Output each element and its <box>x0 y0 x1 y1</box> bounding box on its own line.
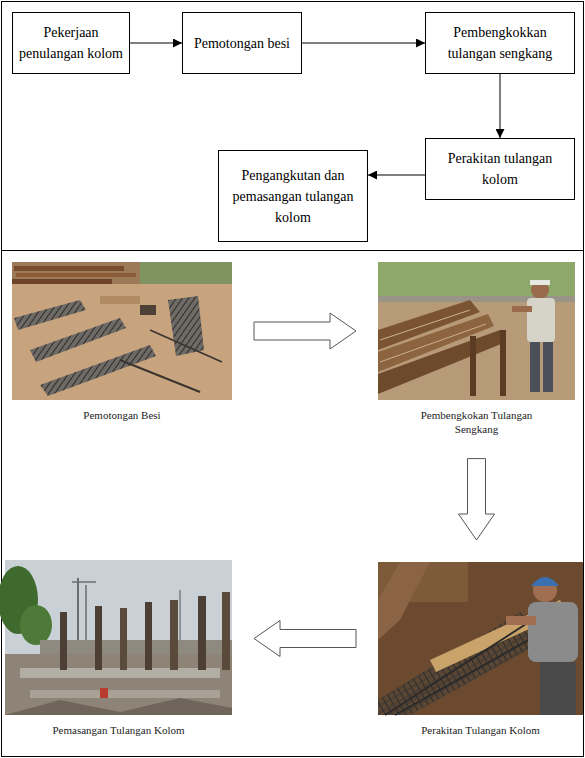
photo-assembling-part <box>378 562 583 715</box>
photo-assembling-part <box>385 615 540 715</box>
photo-installing-part <box>120 608 127 670</box>
box-label: Pembengkokkan tulangan sengkang <box>432 22 568 64</box>
photo-cutting <box>12 262 232 400</box>
box-label: Pemotongan besi <box>194 33 290 54</box>
photo-installing-part <box>5 654 232 715</box>
photo-installing-part <box>95 606 102 670</box>
photo-installing-part <box>72 581 96 583</box>
photo-cutting-part <box>12 262 140 284</box>
photo-installing-part <box>5 560 232 562</box>
photo-cutting-part <box>14 266 124 271</box>
photo-installing-part <box>30 690 220 698</box>
photo-cutting-part <box>168 296 204 356</box>
photo-installing-part <box>170 600 178 670</box>
photo-assembling-part <box>378 612 545 715</box>
photo-bending-part <box>512 306 532 312</box>
photo-cutting-part <box>120 360 200 392</box>
photo-cutting-part <box>16 273 136 277</box>
photo-panel: Pemasangan Tulangan Kolom <box>5 562 232 745</box>
process-box: Pengangkutan dan pemasangan tulangan kol… <box>218 150 368 242</box>
process-box: Perakitan tulangan kolom <box>425 138 575 200</box>
flow-arrow <box>302 43 425 44</box>
process-box: Pekerjaan penulangan kolom <box>12 12 130 74</box>
photo-cutting-part <box>12 262 232 400</box>
box-label: Pengangkutan dan pemasangan tulangan kol… <box>225 165 361 228</box>
photo-installing-part <box>60 612 67 670</box>
photo-caption: Pemasangan Tulangan Kolom <box>34 723 204 737</box>
box-label: Perakitan tulangan kolom <box>432 148 568 190</box>
photo-installing-part <box>198 596 206 670</box>
photo-bending-part <box>543 342 553 392</box>
photo-panel: Pembengkokan Tulangan Sengkang <box>378 262 575 437</box>
photo-bending-part <box>527 298 555 342</box>
photo-bending-part <box>530 280 550 285</box>
photo-assembling <box>378 562 583 715</box>
photo-cutting-part <box>14 300 86 330</box>
photo-installing-part <box>5 562 232 715</box>
photo-installing-part <box>100 688 108 698</box>
photo-bending-part <box>378 262 575 400</box>
photo-installing-part <box>222 592 230 670</box>
flow-arrow <box>368 175 425 176</box>
photo-cutting-part <box>140 262 232 284</box>
photo-bending-part <box>470 336 476 396</box>
diagram-frame-part <box>2 2 584 251</box>
photo-caption: Pembengkokan Tulangan Sengkang <box>407 408 547 437</box>
block-arrow <box>254 313 356 349</box>
flow-arrow <box>500 74 501 138</box>
photo-assembling-part <box>378 562 430 640</box>
photo-installing-part <box>145 602 152 670</box>
block-arrow <box>254 621 356 657</box>
process-box: Pemotongan besi <box>182 12 302 74</box>
photo-assembling-part <box>540 662 576 715</box>
photo-bending-part <box>531 281 549 299</box>
photo-bending-part <box>380 310 470 340</box>
photo-panel: Perakitan Tulangan Kolom <box>378 562 583 745</box>
photo-installing-part <box>5 698 232 715</box>
photo-cutting-part <box>40 345 156 396</box>
photo-bending <box>378 262 575 400</box>
photo-cutting-part <box>150 330 222 362</box>
flow-arrow <box>130 43 182 44</box>
photo-cutting-part <box>30 318 126 362</box>
box-label: Pekerjaan penulangan kolom <box>19 22 123 64</box>
photo-cutting-part <box>140 305 156 315</box>
photo-cutting-part <box>100 296 140 304</box>
photo-caption: Pemotongan Besi <box>42 408 202 422</box>
photo-bending-part <box>500 330 506 396</box>
process-box: Pembengkokkan tulangan sengkang <box>425 12 575 74</box>
photo-installing-part <box>77 578 79 650</box>
photo-assembling-part <box>528 602 578 662</box>
photo-installing-part <box>20 605 52 645</box>
photo-cutting-part <box>12 279 112 284</box>
diagram-frame-part <box>2 251 584 757</box>
photo-assembling-part <box>531 577 559 586</box>
photo-installing <box>0 560 232 715</box>
block-arrow <box>459 459 495 540</box>
photo-bending-part <box>378 262 575 300</box>
photo-bending-part <box>530 342 540 392</box>
photo-caption: Perakitan Tulangan Kolom <box>396 723 566 737</box>
photo-assembling-part <box>506 616 536 625</box>
photo-panel: Pemotongan Besi <box>12 262 232 430</box>
